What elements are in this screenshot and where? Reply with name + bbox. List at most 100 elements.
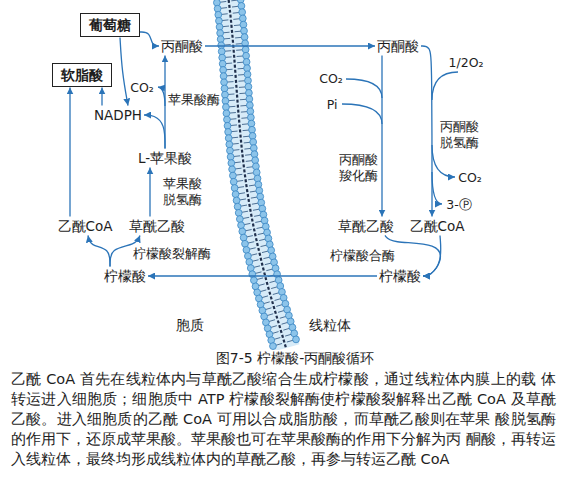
lipid-tail <box>240 99 246 101</box>
lipid-tail <box>238 68 244 69</box>
lipid-tail <box>243 136 249 138</box>
lipid-tail <box>252 260 258 261</box>
lipid-tail <box>226 69 232 70</box>
boxed-compound: 葡萄糖 <box>80 13 140 38</box>
lipid-head <box>246 259 253 266</box>
node-text: L-苹果酸 <box>138 150 192 167</box>
compound: 丙酮酸 <box>375 37 421 56</box>
enzyme-label-box: 丙酮酸 羧化酶 <box>337 152 379 183</box>
lipid-tail <box>234 161 240 163</box>
lipid-tail <box>263 257 269 258</box>
lipid-tail <box>230 118 236 120</box>
lipid-tail <box>267 314 273 316</box>
lipid-tail <box>228 93 234 94</box>
lipid-tail <box>227 87 233 88</box>
side-arrow <box>346 79 382 98</box>
lipid-head <box>238 222 245 229</box>
reaction-arrow <box>88 235 110 266</box>
lipid-head <box>240 234 247 241</box>
lipid-head <box>223 104 230 111</box>
lipid-head <box>227 147 234 154</box>
caption-box: 图7-5 柠檬酸-丙酮酸循环 <box>216 350 374 367</box>
lipid-tail <box>239 93 245 94</box>
lipid-tail <box>237 180 243 182</box>
lipid-tail <box>239 80 245 81</box>
lipid-tail <box>252 203 258 204</box>
label-box: CO₂ <box>457 170 483 185</box>
side-arrow <box>342 104 382 124</box>
enzyme-label-box: 苹果酸酶 <box>167 92 221 108</box>
lipid-head <box>238 3 245 10</box>
label-box: 1/2O₂ <box>448 55 485 70</box>
lipid-tail <box>243 217 249 218</box>
lipid-tail <box>266 269 272 271</box>
lipid-tail <box>227 75 233 76</box>
lipid-tail <box>241 205 247 206</box>
enzyme-label: 丙酮酸 脱氢酶 <box>439 119 479 150</box>
lipid-head <box>222 91 229 98</box>
lipid-tail <box>243 130 249 132</box>
membrane-band <box>228 0 286 348</box>
lipid-head <box>246 96 253 103</box>
lipid-tail <box>222 19 228 21</box>
lipid-head <box>219 60 226 67</box>
lipid-tail <box>271 287 277 289</box>
lipid-tail <box>283 328 289 330</box>
lipid-tail <box>246 166 252 168</box>
lipid-head <box>239 228 246 235</box>
lipid-head <box>229 166 236 173</box>
lipid-tail <box>223 26 229 28</box>
lipid-tail <box>258 233 264 234</box>
lipid-tail <box>260 290 266 292</box>
lipid-head <box>223 110 230 117</box>
reaction-arrow <box>149 167 150 216</box>
figure-caption: 图7-5 柠檬酸-丙酮酸循环 <box>216 350 374 367</box>
lipid-head <box>243 247 250 254</box>
lipid-head <box>243 59 250 66</box>
lipid-tail <box>244 142 250 144</box>
lipid-head <box>243 52 250 59</box>
reactant-label: Pi <box>327 97 338 112</box>
node-text: 草酰乙酸 <box>129 218 185 235</box>
enzyme-label-box: 柠檬酸裂解酶 <box>132 246 212 262</box>
node-text: 丙酮酸 <box>377 38 419 55</box>
lipid-head <box>241 27 248 34</box>
lipid-tail <box>240 199 246 200</box>
node-text: 草酰乙酸 <box>338 218 394 235</box>
compound: 乙酰CoA <box>56 217 115 236</box>
enzyme-label-box: 柠檬酸合酶 <box>329 248 396 264</box>
lipid-tail <box>245 154 251 156</box>
lipid-tail <box>239 192 245 194</box>
compound: NADPH <box>92 106 144 125</box>
reaction-arrow <box>144 115 165 149</box>
lipid-tail <box>249 184 255 186</box>
lipid-tail <box>282 322 288 324</box>
lipid-head <box>244 65 251 72</box>
lipid-tail <box>246 160 252 162</box>
lipid-tail <box>223 32 229 34</box>
lipid-head <box>224 116 231 123</box>
body-text: 乙酰 CoA 首先在线粒体内与草酰乙酸缩合生成柠檬酸，通过线粒体内膜上的载 体转… <box>11 369 556 469</box>
node-text: 柠檬酸 <box>379 268 421 285</box>
lipid-tail <box>225 56 231 58</box>
node-text: 丙酮酸 <box>161 38 203 55</box>
lipid-head <box>239 15 246 22</box>
boxed-compound: 软脂酸 <box>52 63 112 88</box>
lipid-tail <box>234 24 240 26</box>
lipid-tail <box>225 50 231 52</box>
node-text: 乙酰CoA <box>58 218 113 235</box>
lipid-head <box>268 247 275 254</box>
lipid-tail <box>259 239 265 240</box>
label-box: 3-Ⓟ <box>445 197 472 212</box>
lipid-tail <box>220 1 226 3</box>
compound: 柠檬酸 <box>102 267 148 286</box>
lipid-tail <box>280 316 286 318</box>
lipid-tail <box>233 12 239 14</box>
label-box: CO₂ <box>129 80 155 95</box>
lipid-head <box>225 129 232 136</box>
lipid-tail <box>248 242 254 243</box>
lipid-head <box>220 67 227 74</box>
lipid-head <box>227 153 234 160</box>
lipid-head <box>245 83 252 90</box>
reaction-arrow <box>423 235 441 276</box>
